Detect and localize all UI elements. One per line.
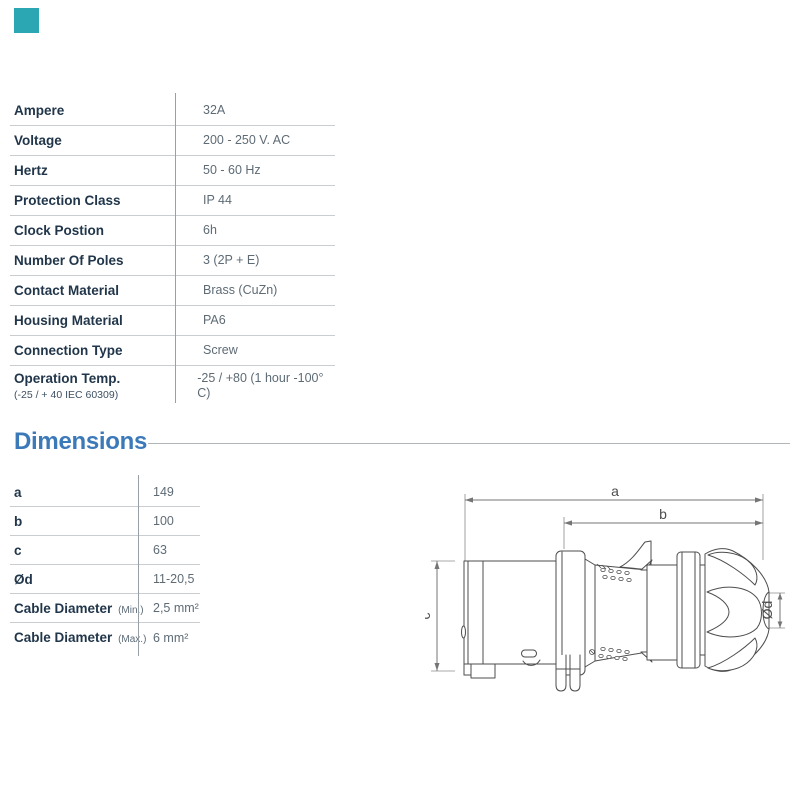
dimension-label: c [10, 543, 138, 558]
dimension-row: b 100 [10, 507, 200, 536]
spec-row: Connection Type Screw [10, 336, 335, 366]
dimension-label: Ød [10, 572, 138, 587]
dimension-label: a [10, 485, 138, 500]
spec-label: Connection Type [10, 343, 175, 358]
dim-label-od: Ød [759, 601, 775, 620]
spec-label: Housing Material [10, 313, 175, 328]
dimensions-heading-rule [148, 443, 790, 444]
dim-label-b: b [659, 506, 667, 522]
spec-value: IP 44 [203, 193, 232, 207]
spec-table-rows: Ampere 32A Voltage 200 - 250 V. AC Hertz 50 -… [10, 96, 335, 412]
technical-drawing: a b c Ød [425, 483, 785, 692]
spec-value: 3 (2P + E) [203, 253, 260, 267]
spec-label: Operation Temp. (-25 / + 40 IEC 60309) [10, 371, 169, 403]
spec-label-text: Connection Type [14, 343, 123, 358]
spec-row: Clock Postion 6h [10, 216, 335, 246]
spec-row: Contact Material Brass (CuZn) [10, 276, 335, 306]
spec-row: Number Of Poles 3 (2P + E) [10, 246, 335, 276]
specifications-table: Ampere 32A Voltage 200 - 250 V. AC Hertz 50 -… [10, 93, 335, 412]
spec-row: Protection Class IP 44 [10, 186, 335, 216]
dimension-label-text: a [14, 484, 22, 500]
spec-label-text: Housing Material [14, 313, 123, 328]
spec-label-text: Contact Material [14, 283, 120, 298]
dimension-label-text: b [14, 513, 23, 529]
dimension-row: Cable Diameter (Max.) 6 mm² [10, 623, 200, 652]
latch-finger [569, 654, 581, 692]
latch-finger [555, 654, 567, 692]
spec-label-text: Voltage [14, 133, 62, 148]
neck [646, 564, 678, 661]
spec-label: Number Of Poles [10, 253, 175, 268]
dimensions-heading: Dimensions [14, 428, 148, 455]
spec-value: Brass (CuZn) [203, 283, 278, 297]
gland-nut [676, 551, 701, 669]
hinge-bump [461, 625, 466, 639]
dimension-label-text: Cable Diameter [14, 600, 113, 616]
spec-value: 200 - 250 V. AC [203, 133, 291, 147]
dimension-label-text: c [14, 542, 22, 558]
spec-label-text: Ampere [14, 103, 65, 118]
spec-value: 50 - 60 Hz [203, 163, 261, 177]
spec-value: PA6 [203, 313, 226, 327]
top-fin [619, 540, 652, 571]
brand-color-square [14, 8, 39, 33]
back-plate [463, 560, 469, 676]
dimension-value: 63 [153, 543, 167, 557]
dim-label-c: c [425, 613, 433, 620]
dimension-row: Cable Diameter (Min.) 2,5 mm² [10, 594, 200, 623]
dimension-value: 100 [153, 514, 174, 528]
dimensions-table-divider [138, 475, 139, 656]
spec-value: -25 / +80 (1 hour -100° C) [197, 371, 324, 400]
dim-label-a: a [611, 483, 619, 499]
spec-sublabel-text: (-25 / + 40 IEC 60309) [14, 389, 119, 401]
spec-label: Hertz [10, 163, 175, 178]
dimension-label-text: Ød [14, 571, 33, 587]
spec-label: Protection Class [10, 193, 175, 208]
back-panel [467, 560, 484, 665]
clip-detail [521, 649, 537, 658]
dimension-arrows [434, 497, 783, 671]
spec-label-text: Operation Temp. [14, 371, 121, 386]
spec-label: Contact Material [10, 283, 175, 298]
spec-row: Ampere 32A [10, 96, 335, 126]
spec-label: Voltage [10, 133, 175, 148]
dimension-row: Ød 11-20,5 [10, 565, 200, 594]
dimension-row: c 63 [10, 536, 200, 565]
spec-value: Screw [203, 343, 238, 357]
spec-label-text: Clock Postion [14, 223, 105, 238]
dimension-value: 11-20,5 [153, 572, 195, 586]
spec-label-text: Protection Class [14, 193, 121, 208]
dimension-label: Cable Diameter (Max.) [10, 630, 146, 645]
dimension-label-text: Cable Diameter [14, 630, 113, 645]
spec-table-divider [175, 93, 176, 403]
spec-label-text: Number Of Poles [14, 253, 124, 268]
mount-foot [463, 663, 496, 679]
dimension-label: Cable Diameter (Min.) [10, 600, 144, 616]
spec-row: Voltage 200 - 250 V. AC [10, 126, 335, 156]
dimension-row: a 149 [10, 478, 200, 507]
plug-outline [461, 540, 770, 692]
spec-row: Hertz 50 - 60 Hz [10, 156, 335, 186]
gland-ring [699, 564, 706, 656]
spec-label-text: Hertz [14, 163, 48, 178]
spec-label: Ampere [10, 103, 175, 118]
spec-value: 32A [203, 103, 226, 117]
dimension-value: 149 [153, 485, 174, 499]
dimension-value: 6 mm² [153, 630, 189, 645]
dimension-value: 2,5 mm² [153, 601, 199, 615]
spec-row: Housing Material PA6 [10, 306, 335, 336]
spec-value: 6h [203, 223, 217, 237]
spec-label: Clock Postion [10, 223, 175, 238]
dimension-label: b [10, 514, 138, 529]
spec-row: Operation Temp. (-25 / + 40 IEC 60309) -25… [10, 366, 335, 412]
vent-holes [589, 563, 632, 661]
dimension-label-suffix: (Max.) [118, 634, 147, 645]
dimension-label-suffix: (Min.) [118, 604, 144, 616]
